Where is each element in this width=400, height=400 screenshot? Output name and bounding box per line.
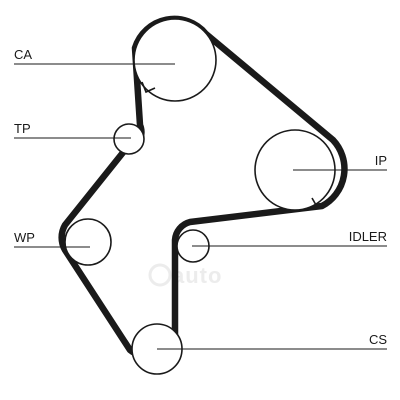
injection-pump-timing-mark bbox=[311, 197, 317, 206]
water-pump-pulley bbox=[64, 218, 112, 266]
label-idler: IDLER bbox=[349, 229, 387, 244]
label-ca: CA bbox=[14, 47, 32, 62]
label-cs: CS bbox=[369, 332, 387, 347]
label-tp: TP bbox=[14, 121, 31, 136]
camshaft-timing-mark bbox=[141, 81, 156, 94]
watermark-text: auto bbox=[172, 263, 222, 288]
label-ip: IP bbox=[375, 153, 387, 168]
watermark-logo: auto bbox=[148, 263, 222, 288]
label-wp: WP bbox=[14, 230, 35, 245]
tensioner-pulley bbox=[113, 123, 145, 155]
camshaft-pulley bbox=[133, 18, 217, 102]
